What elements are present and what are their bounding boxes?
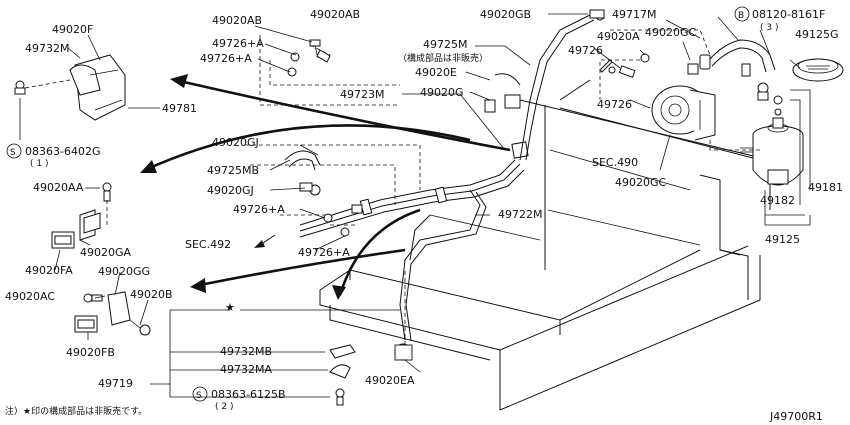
diagram-code: J49700R1 (769, 410, 823, 423)
bracket-49020f (14, 54, 126, 121)
center-hoses (484, 59, 613, 113)
label-49732mb: 49732MB (220, 345, 272, 358)
label-49020fb: 49020FB (66, 346, 115, 359)
footnote: 注）★印の構成部品は非販売です。 (5, 405, 147, 417)
label-49020gc-top: 49020GC (645, 26, 697, 39)
label-49020ab-a: 49020AB (212, 14, 262, 27)
leader-lines (19, 13, 811, 398)
label-49020g: 49020G (420, 86, 464, 99)
clip-49020ea (394, 270, 413, 361)
label-08363-6125b: 08363-6125B (211, 388, 286, 401)
callout-labels: 49020F 49732M 49781 S 08363-6402G ( 1 ) … (5, 6, 843, 423)
label-49020ga: 49020GA (80, 246, 132, 259)
label-49020f: 49020F (52, 23, 93, 36)
mount-49020fa (51, 209, 101, 249)
label-49182: 49182 (760, 194, 795, 207)
label-08363-6402g: 08363-6402G (25, 145, 100, 158)
label-49726a-1: 49726+A (212, 37, 264, 50)
label-49726-right: 49726 (568, 44, 603, 57)
reference-arrows (140, 74, 511, 300)
label-49125g: 49125G (795, 28, 839, 41)
label-08363-6125b-qty: ( 2 ) (215, 402, 233, 412)
label-49020gb: 49020GB (480, 8, 531, 21)
symbol-s-2: S (196, 391, 202, 401)
label-49020ab-b: 49020AB (310, 8, 360, 21)
label-49125: 49125 (765, 233, 800, 246)
label-49732m: 49732M (25, 42, 69, 55)
label-sec492: SEC.492 (185, 238, 231, 251)
reservoir-tank (740, 95, 804, 186)
reservoir-hose (699, 39, 776, 73)
label-49020a: 49020A (597, 30, 640, 43)
label-49732ma: 49732MA (220, 363, 272, 376)
label-49020gc-mid: 49020GC (615, 176, 667, 189)
suction-hose (245, 144, 421, 237)
symbol-s-1: S (10, 148, 16, 158)
label-49719: 49719 (98, 377, 133, 390)
label-49726a-3: 49726+A (233, 203, 285, 216)
label-49020ac: 49020AC (5, 290, 55, 303)
star-marker: ★ (225, 301, 235, 314)
label-49726-mid: 49726 (597, 98, 632, 111)
label-49020fa: 49020FA (25, 264, 73, 277)
label-sec490: SEC.490 (592, 156, 638, 169)
label-49781: 49781 (162, 102, 197, 115)
label-08120-qty: ( 3 ) (760, 23, 778, 33)
label-49020gg: 49020GG (98, 265, 150, 278)
label-49020e: 49020E (415, 66, 457, 79)
radiator-core-support (319, 99, 781, 411)
label-49181: 49181 (808, 181, 843, 194)
label-49020gj-2: 49020GJ (207, 184, 254, 197)
label-49020aa: 49020AA (33, 181, 84, 194)
label-49725m: 49725M (423, 38, 467, 51)
label-49020gj-1: 49020GJ (212, 136, 259, 149)
label-08120-8161f: 08120-8161F (752, 8, 825, 21)
label-49717m: 49717M (612, 8, 656, 21)
symbol-s-badge-2: S (192, 386, 208, 402)
symbol-s-badge-1: S (6, 143, 22, 159)
symbol-b: B (738, 11, 744, 21)
label-49020ea: 49020EA (365, 374, 415, 387)
label-49722m: 49722M (498, 208, 542, 221)
label-49726a-4: 49726+A (298, 246, 350, 259)
label-49726a-2: 49726+A (200, 52, 252, 65)
label-49725mb: 49725MB (207, 164, 259, 177)
pump-assembly (651, 85, 716, 141)
label-08363-6402g-qty: ( 1 ) (30, 159, 48, 169)
label-49020b: 49020B (130, 288, 173, 301)
label-49723m: 49723M (340, 88, 384, 101)
reservoir-cap (792, 58, 844, 82)
pressure-pipe-assembly (299, 9, 605, 341)
label-49725m-note: （構成部品は非販売） (398, 52, 488, 64)
symbol-b-badge: B (734, 6, 750, 22)
bolts-49020ab (287, 39, 331, 77)
